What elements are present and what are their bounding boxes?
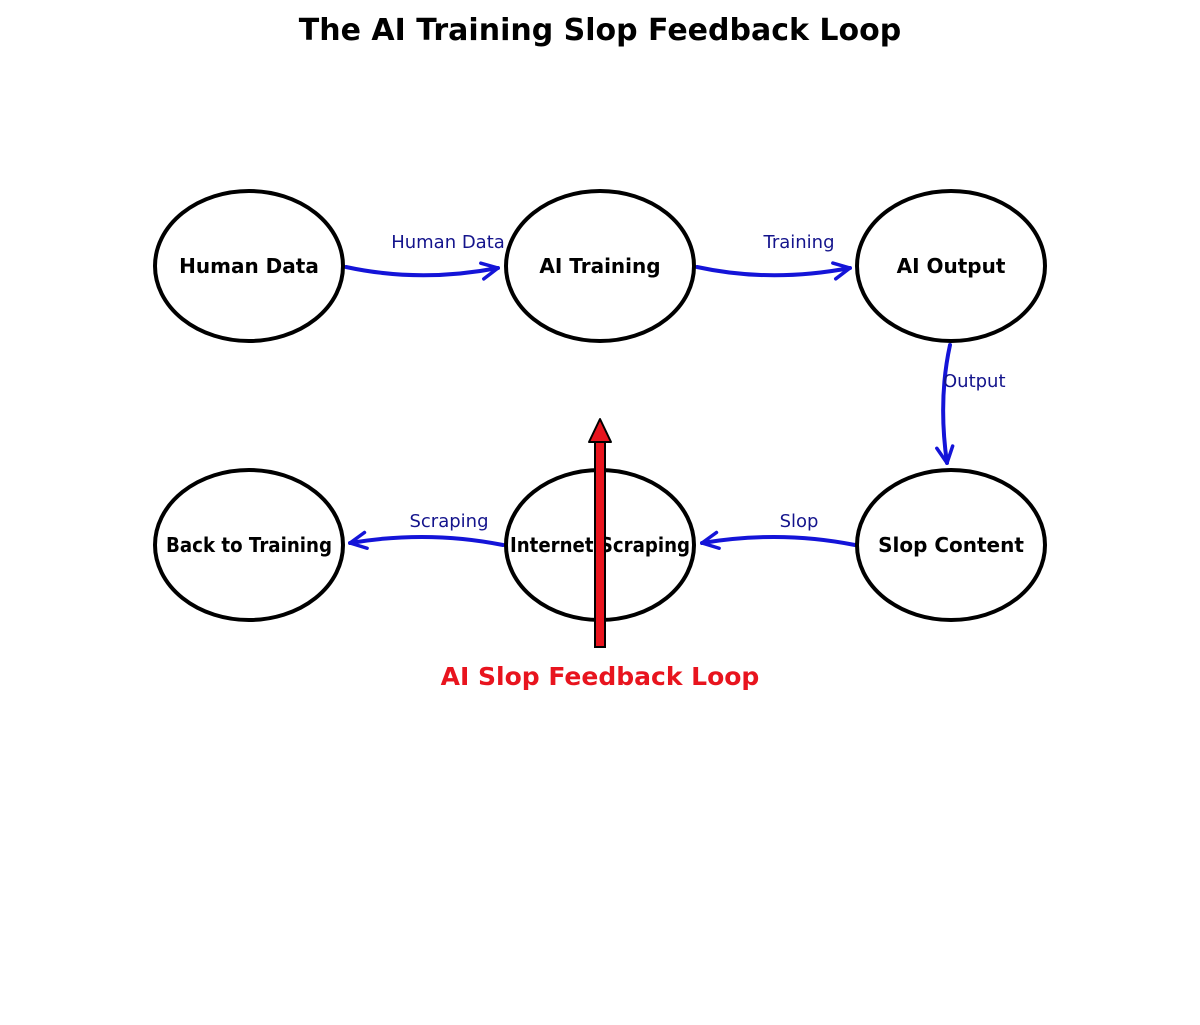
edge-label: Scraping [409, 511, 488, 532]
node-human-data[interactable]: Human Data [153, 189, 345, 343]
edge-arrow [344, 261, 500, 281]
feedback-loop-arrow [588, 418, 612, 648]
edge-label: Slop [780, 511, 819, 532]
edge-arrow [935, 343, 955, 465]
feedback-loop-label: AI Slop Feedback Loop [441, 662, 760, 691]
node-shape [855, 189, 1047, 343]
node-back-to-training[interactable]: Back to Training [153, 468, 345, 622]
edge-ai-output-to-slop-content: Output [935, 343, 1006, 465]
node-label: Human Data [179, 254, 319, 278]
edge-ai-training-to-ai-output: Training [695, 232, 852, 281]
edge-slop-content-to-internet-scraping: Slop [700, 511, 857, 551]
edge-human-data-to-ai-training: Human Data [344, 232, 505, 281]
node-label: AI Output [897, 254, 1006, 278]
loop-arrow-head [588, 418, 612, 443]
edge-label: Human Data [391, 232, 505, 253]
node-label: Slop Content [878, 533, 1024, 557]
node-slop-content[interactable]: Slop Content [855, 468, 1047, 622]
edge-label: Output [943, 371, 1006, 392]
edge-label: Training [762, 232, 834, 253]
edge-internet-scraping-to-back-to-training: Scraping [348, 511, 505, 551]
edge-arrow [348, 530, 505, 551]
node-shape [855, 468, 1047, 622]
loop-arrow-shaft [594, 439, 606, 648]
edge-arrow [700, 530, 857, 551]
node-label: Back to Training [166, 533, 332, 557]
node-shape [153, 189, 345, 343]
diagram-title: The AI Training Slop Feedback Loop [299, 13, 901, 48]
edge-arrow [695, 261, 852, 281]
node-shape [504, 189, 696, 343]
node-ai-output[interactable]: AI Output [855, 189, 1047, 343]
node-label: AI Training [539, 254, 660, 278]
node-shape [153, 468, 345, 622]
node-ai-training[interactable]: AI Training [504, 189, 696, 343]
